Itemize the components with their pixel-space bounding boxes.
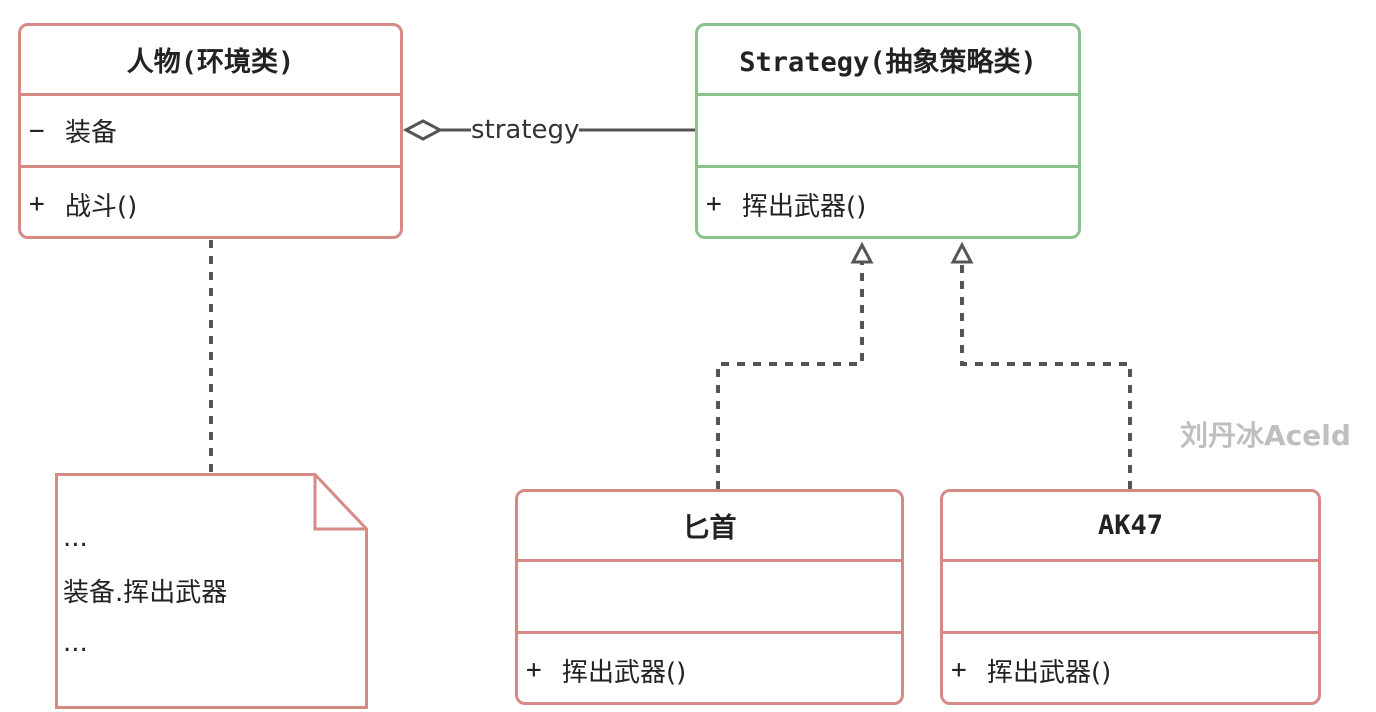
class-dagger-attributes: [518, 562, 901, 634]
class-person-methods: + 战斗(): [21, 168, 400, 240]
association-label: strategy: [471, 113, 580, 147]
visibility-public-marker: +: [29, 189, 45, 219]
class-person-attributes: − 装备: [21, 96, 400, 168]
method-swing-weapon: 挥出武器(): [742, 191, 867, 222]
visibility-public-marker: +: [526, 655, 542, 685]
visibility-public-marker: +: [951, 655, 967, 685]
class-strategy: Strategy(抽象策略类) + 挥出武器(): [695, 23, 1081, 239]
method-swing-weapon: 挥出武器(): [987, 657, 1112, 688]
note: ... 装备.挥出武器 ...: [55, 473, 368, 709]
class-strategy-name: Strategy(抽象策略类): [698, 26, 1078, 96]
class-ak47: AK47 + 挥出武器(): [940, 489, 1321, 705]
realization-arrowhead-ak47: [950, 241, 974, 264]
note-line: 装备.挥出武器: [63, 578, 228, 608]
class-dagger: 匕首 + 挥出武器(): [515, 489, 904, 705]
realization-line-dagger: [716, 262, 864, 489]
attribute-equipment: 装备: [65, 118, 118, 148]
class-dagger-name: 匕首: [518, 492, 901, 562]
class-ak47-methods: + 挥出武器(): [943, 634, 1318, 706]
class-ak47-name: AK47: [943, 492, 1318, 562]
class-person: 人物(环境类) − 装备 + 战斗(): [18, 23, 403, 239]
class-dagger-methods: + 挥出武器(): [518, 634, 901, 706]
method-swing-weapon: 挥出武器(): [562, 657, 687, 688]
watermark: 刘丹冰Aceld: [1180, 419, 1351, 452]
class-strategy-attributes: [698, 96, 1078, 168]
realization-line-ak47: [960, 262, 1132, 489]
aggregation-diamond: [402, 119, 444, 141]
note-line: ...: [63, 523, 88, 553]
note-line: ...: [63, 628, 88, 658]
class-ak47-attributes: [943, 562, 1318, 634]
class-person-name: 人物(环境类): [21, 26, 400, 96]
visibility-private-marker: −: [29, 115, 45, 146]
class-strategy-methods: + 挥出武器(): [698, 168, 1078, 240]
visibility-public-marker: +: [706, 189, 722, 219]
realization-arrowhead-dagger: [850, 241, 874, 264]
note-shape: [55, 473, 368, 709]
method-fight: 战斗(): [65, 191, 138, 222]
